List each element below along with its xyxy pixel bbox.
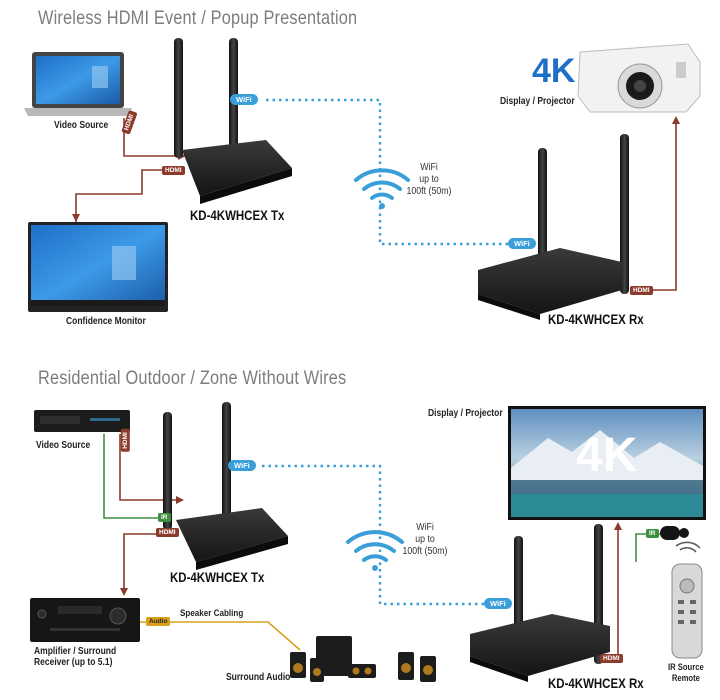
wifi-link [262, 464, 484, 606]
hdmi-tag: HDMI [162, 166, 185, 175]
ir-remote-label-line: Remote [671, 673, 700, 683]
remote-icon [671, 541, 703, 659]
wifi-tag: WiFi [230, 94, 258, 105]
video-source-label: Video Source [54, 120, 109, 131]
wifi-range-label: WiFi up to 100ft (50m) [402, 162, 457, 198]
projector-icon [577, 43, 701, 113]
hdmi-tag: HDMI [600, 654, 623, 663]
ir-receiver-icon [660, 526, 689, 540]
tx-model-label: KD-4KWHCEX Tx [170, 570, 265, 585]
wifi-range-line: 100ft (50m) [406, 186, 452, 197]
ir-tag: IR [158, 513, 171, 522]
ir-remote-label: IR Source Remote [668, 662, 704, 684]
hdmi-tag: HDMI [630, 286, 653, 295]
wifi-range-line: 100ft (50m) [402, 546, 448, 557]
4k-badge: 4K [532, 52, 576, 90]
video-source-label: Video Source [36, 440, 91, 451]
hdmi-tag: HDMI [120, 429, 130, 452]
transmitter-icon [163, 402, 288, 570]
wifi-range-line: up to [415, 534, 435, 545]
display-label: Display / Projector [428, 408, 503, 419]
confidence-monitor-label: Confidence Monitor [66, 316, 146, 327]
wifi-icon [354, 168, 410, 209]
receiver-icon [478, 134, 629, 320]
display-label: Display / Projector [500, 96, 575, 107]
speaker-cabling-label: Speaker Cabling [180, 608, 244, 619]
tx-model-label: KD-4KWHCEX Tx [190, 208, 285, 223]
hdmi-cable [75, 169, 176, 222]
hdmi-cable [119, 434, 180, 501]
amplifier-label-line: Amplifier / Surround [34, 646, 117, 657]
transmitter-icon [174, 38, 292, 204]
wifi-range-line: up to [419, 174, 439, 185]
hdmi-tag: HDMI [156, 528, 179, 537]
wifi-tag: WiFi [228, 460, 256, 471]
ir-remote-label-line: IR Source [668, 662, 704, 672]
media-player-icon [34, 410, 130, 432]
section-title: Residential Outdoor / Zone Without Wires [38, 368, 347, 389]
4k-badge: 4K [576, 429, 638, 482]
ir-cable [103, 434, 160, 519]
section-title: Wireless HDMI Event / Popup Presentation [38, 8, 358, 29]
tv-icon [508, 406, 706, 520]
laptop-icon [24, 52, 132, 116]
wifi-tag: WiFi [484, 598, 512, 609]
wifi-tag: WiFi [508, 238, 536, 249]
amplifier-icon [30, 598, 140, 642]
wifi-range-line: WiFi [420, 162, 438, 173]
ir-cable [635, 533, 660, 562]
wifi-range-line: WiFi [416, 522, 434, 533]
ir-tag: IR [646, 529, 659, 538]
speaker-icon [290, 636, 436, 682]
audio-tag: Audio [146, 617, 171, 626]
hdmi-cable [123, 533, 178, 594]
rx-model-label: KD-4KWHCEX Rx [548, 312, 644, 327]
surround-audio-label: Surround Audio [226, 672, 291, 683]
rx-model-label: KD-4KWHCEX Rx [548, 676, 644, 691]
hdmi-cable [650, 118, 677, 291]
wifi-range-label: WiFi up to 100ft (50m) [398, 522, 453, 558]
receiver-icon [470, 524, 610, 682]
wifi-icon [346, 530, 404, 571]
monitor-icon [28, 222, 168, 312]
speaker-cable [140, 621, 301, 651]
amplifier-label: Amplifier / Surround Receiver (up to 5.1… [34, 646, 116, 668]
amplifier-label-line: Receiver (up to 5.1) [34, 657, 113, 668]
